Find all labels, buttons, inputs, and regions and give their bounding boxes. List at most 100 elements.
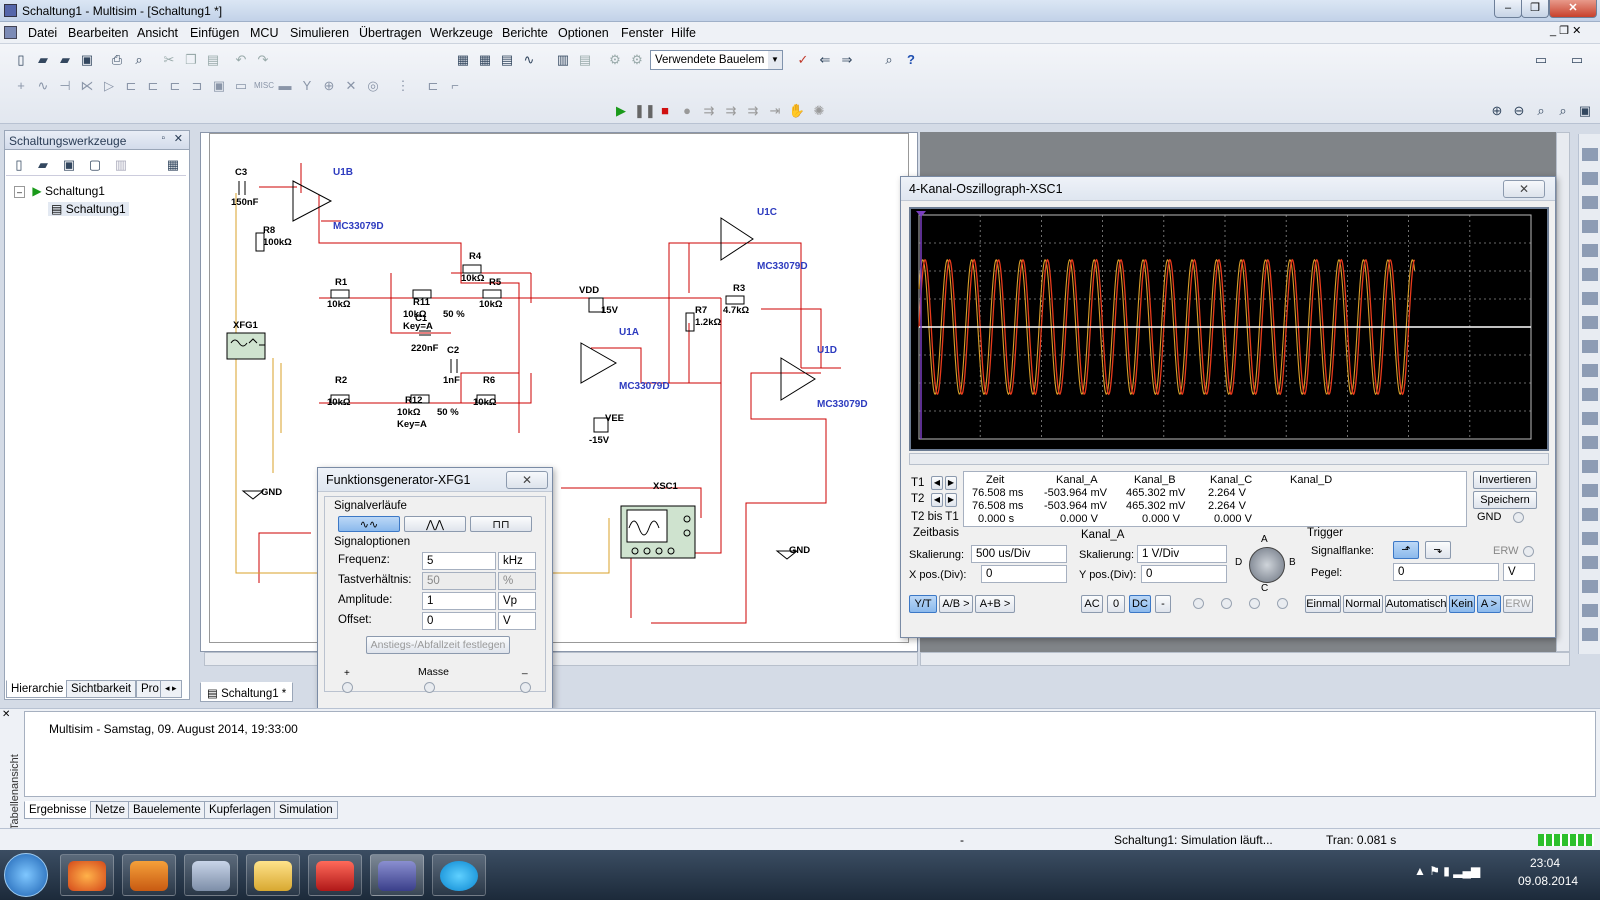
start-button[interactable] — [4, 853, 48, 897]
duty-field[interactable]: 50 — [422, 572, 496, 590]
panel-close-icon[interactable]: ✕ — [173, 133, 183, 145]
tab-kupferlagen[interactable]: Kupferlagen — [204, 801, 277, 819]
cut-icon[interactable]: ✂ — [163, 52, 175, 67]
tab-sichtbarkeit[interactable]: Sichtbarkeit — [66, 680, 137, 698]
ab-button[interactable]: A/B > — [939, 595, 973, 613]
probe-icon[interactable]: ✋ — [788, 103, 806, 118]
tab-simulation[interactable]: Simulation — [274, 801, 338, 819]
oscilloscope-hscroll[interactable] — [909, 453, 1549, 465]
taskbar-media[interactable] — [122, 854, 176, 896]
t1-right-arrow[interactable]: ▶ — [945, 476, 957, 490]
tab-bauelemente[interactable]: Bauelemente — [128, 801, 206, 819]
resistor-icon[interactable]: ∿ — [37, 78, 49, 93]
channel-terminal-c[interactable] — [1249, 598, 1260, 609]
t1-left-arrow[interactable]: ◀ — [931, 476, 943, 490]
wire-icon[interactable]: ⌐ — [451, 78, 459, 93]
output-close-icon[interactable]: ✕ — [2, 709, 11, 720]
menu-ansicht[interactable]: Ansicht — [137, 26, 178, 40]
trigger-level-field[interactable]: 0 — [1393, 563, 1499, 581]
pin-icon[interactable]: ▫ — [161, 133, 165, 144]
copy-icon[interactable]: ❐ — [185, 52, 197, 67]
toolbox-close-icon[interactable]: ▢ — [88, 157, 102, 172]
wave-square-button[interactable]: ⊓⊓ — [470, 516, 532, 532]
advanced-periph-icon[interactable]: ▬ — [278, 78, 292, 93]
help-icon[interactable]: ? — [907, 52, 915, 67]
analog-icon[interactable]: ▷ — [104, 78, 114, 93]
apb-button[interactable]: A+B > — [975, 595, 1015, 613]
hierarchical-icon[interactable]: ⋮ — [396, 78, 410, 93]
component-combo[interactable]: Verwendete Bauelem▼ — [650, 50, 783, 70]
tree-root[interactable]: – ▶ Schaltung1 — [14, 184, 105, 198]
gnd-terminal[interactable] — [1513, 512, 1524, 523]
menu-fenster[interactable]: Fenster — [621, 26, 664, 40]
rf-icon[interactable]: Y — [302, 78, 312, 93]
plus-terminal[interactable] — [342, 682, 353, 693]
view-toggle-icon[interactable]: ▭ — [1534, 52, 1548, 67]
indicator-icon[interactable]: ▣ — [212, 78, 226, 93]
power-icon[interactable]: ▭ — [234, 78, 248, 93]
schematic-vscroll[interactable] — [1556, 132, 1570, 652]
zoom-area-icon[interactable]: ⌕ — [1537, 103, 1545, 118]
yt-button[interactable]: Y/T — [909, 595, 937, 613]
stop-simulation-icon[interactable]: ■ — [661, 103, 669, 118]
menu-berichte[interactable]: Berichte — [502, 26, 548, 40]
minus-button[interactable]: - — [1155, 595, 1171, 613]
fullscreen-icon[interactable]: ▦ — [456, 52, 470, 67]
trigger-erw-button[interactable]: ERW — [1503, 595, 1533, 613]
toolbox-save-icon[interactable]: ▣ — [62, 157, 76, 172]
tab-scroll-arrows[interactable]: ◂ ▸ — [160, 680, 182, 698]
step-over-icon[interactable]: ⇉ — [725, 103, 737, 118]
redo-icon[interactable]: ↷ — [257, 52, 269, 67]
tab-projekt[interactable]: Pro — [136, 680, 164, 698]
new-icon[interactable]: ▯ — [17, 52, 25, 67]
taskbar-calculator[interactable] — [184, 854, 238, 896]
mdi-controls[interactable]: _ ❐ ✕ — [1550, 25, 1582, 37]
breakpoint-icon[interactable]: ✺ — [813, 103, 825, 118]
amplitude-field[interactable]: 1 — [422, 592, 496, 610]
spreadsheet-icon[interactable]: ▤ — [500, 52, 514, 67]
funcgen-close-button[interactable]: ✕ — [506, 471, 548, 489]
print-preview-icon[interactable]: ⌕ — [135, 52, 143, 67]
maximize-button[interactable]: ❐ — [1521, 0, 1549, 18]
wave-triangle-button[interactable]: ⋀⋀ — [404, 516, 466, 532]
offset-unit[interactable]: V — [498, 612, 536, 630]
toolbox-view-icon[interactable]: ▦ — [166, 157, 180, 172]
tree-child[interactable]: ▤ Schaltung1 — [48, 202, 129, 216]
falling-edge-button[interactable]: ⬎ — [1425, 541, 1451, 559]
menu-datei[interactable]: Datei — [28, 26, 58, 40]
save-icon[interactable]: ▣ — [80, 52, 94, 67]
transfer-icon[interactable]: ⇒ — [841, 52, 853, 67]
trigger-auto-button[interactable]: Automatisch — [1385, 595, 1447, 613]
channel-terminal-b[interactable] — [1221, 598, 1232, 609]
misc-icon[interactable]: MISC — [254, 81, 274, 90]
database-icon[interactable]: ▥ — [556, 52, 570, 67]
channel-ypos-field[interactable]: 0 — [1141, 565, 1227, 583]
tray-icons[interactable]: ▲ ⚑ ▮ ▂▄▆ — [1414, 864, 1481, 878]
freq-unit[interactable]: kHz — [498, 552, 536, 570]
menu-uebertragen[interactable]: Übertragen — [359, 26, 422, 40]
wave-sine-button[interactable]: ∿∿ — [338, 516, 400, 532]
taskbar-explorer[interactable] — [246, 854, 300, 896]
trigger-level-unit[interactable]: V — [1503, 563, 1535, 581]
step-out-icon[interactable]: ⇉ — [747, 103, 759, 118]
taskbar-firefox[interactable] — [60, 854, 114, 896]
trigger-none-button[interactable]: Kein — [1449, 595, 1475, 613]
menu-simulieren[interactable]: Simulieren — [290, 26, 350, 40]
rise-fall-button[interactable]: Anstiegs-/Abfallzeit festlegen — [366, 636, 510, 654]
menu-mcu[interactable]: MCU — [250, 26, 279, 40]
menu-optionen[interactable]: Optionen — [558, 26, 609, 40]
run-simulation-icon[interactable]: ▶ — [616, 103, 626, 118]
postprocessor-icon[interactable]: ⚙ — [609, 52, 621, 67]
channel-selector-knob[interactable] — [1249, 547, 1285, 583]
toolbox-disabled-icon[interactable]: ▥ — [114, 157, 128, 172]
trigger-normal-button[interactable]: Normal — [1343, 595, 1383, 613]
zoom-in-icon[interactable]: ⊕ — [1491, 103, 1503, 118]
step-into-icon[interactable]: ⇉ — [703, 103, 715, 118]
fullscreen-view-icon[interactable]: ▣ — [1578, 103, 1592, 118]
step-icon[interactable]: ● — [683, 103, 691, 118]
electromech-icon[interactable]: ⊕ — [323, 78, 335, 93]
run-to-cursor-icon[interactable]: ⇥ — [769, 103, 781, 118]
close-button[interactable]: ✕ — [1549, 0, 1597, 18]
zoom-out-icon[interactable]: ⊖ — [1513, 103, 1525, 118]
pause-simulation-icon[interactable]: ❚❚ — [634, 103, 656, 118]
